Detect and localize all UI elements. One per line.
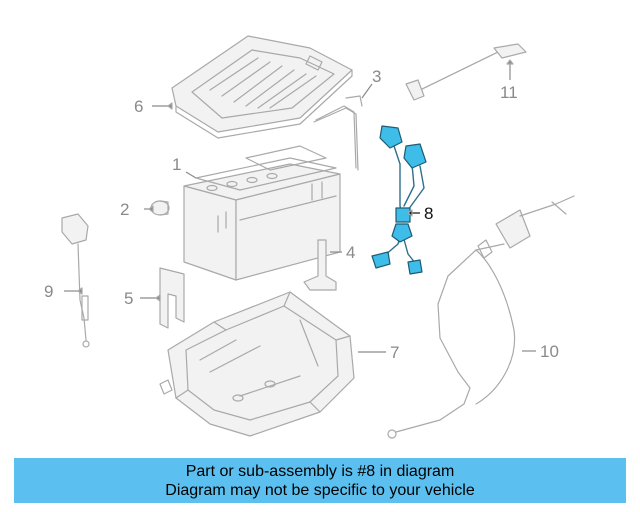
callout-3: 3 [372, 67, 381, 86]
part-11-ground-strap [405, 43, 527, 101]
callout-9: 9 [44, 282, 53, 301]
callout-6: 6 [134, 97, 143, 116]
banner-line-2: Diagram may not be specific to your vehi… [165, 481, 475, 499]
part-4-hold-down [303, 239, 337, 291]
part-7-battery-tray [159, 291, 355, 437]
callout-2: 2 [120, 200, 129, 219]
part-3-vent-hose [313, 95, 363, 171]
banner-line-1: Part or sub-assembly is #8 in diagram [185, 462, 455, 480]
part-6-battery-cover [171, 35, 353, 139]
part-1-battery [183, 145, 341, 281]
callout-1: 1 [172, 155, 181, 174]
callout-10: 10 [540, 342, 559, 361]
part-10-battery-cable [387, 195, 575, 439]
callout-labels: 1 2 3 4 5 6 7 8 9 10 11 [44, 67, 559, 362]
callout-4: 4 [346, 243, 355, 262]
parts-diagram: 1 2 3 4 5 6 7 8 9 10 11 [44, 35, 575, 439]
part-2-plug [150, 200, 170, 216]
callout-11: 11 [500, 83, 518, 102]
callout-8: 8 [424, 204, 433, 223]
callout-5: 5 [124, 289, 133, 308]
part-9-terminal-lead [61, 213, 90, 348]
callout-7: 7 [390, 343, 399, 362]
info-banner: Part or sub-assembly is #8 in diagram Di… [14, 458, 626, 503]
callout-leaders [64, 59, 536, 353]
part-8-wiring-harness [371, 125, 427, 275]
part-5-retainer [159, 267, 185, 329]
